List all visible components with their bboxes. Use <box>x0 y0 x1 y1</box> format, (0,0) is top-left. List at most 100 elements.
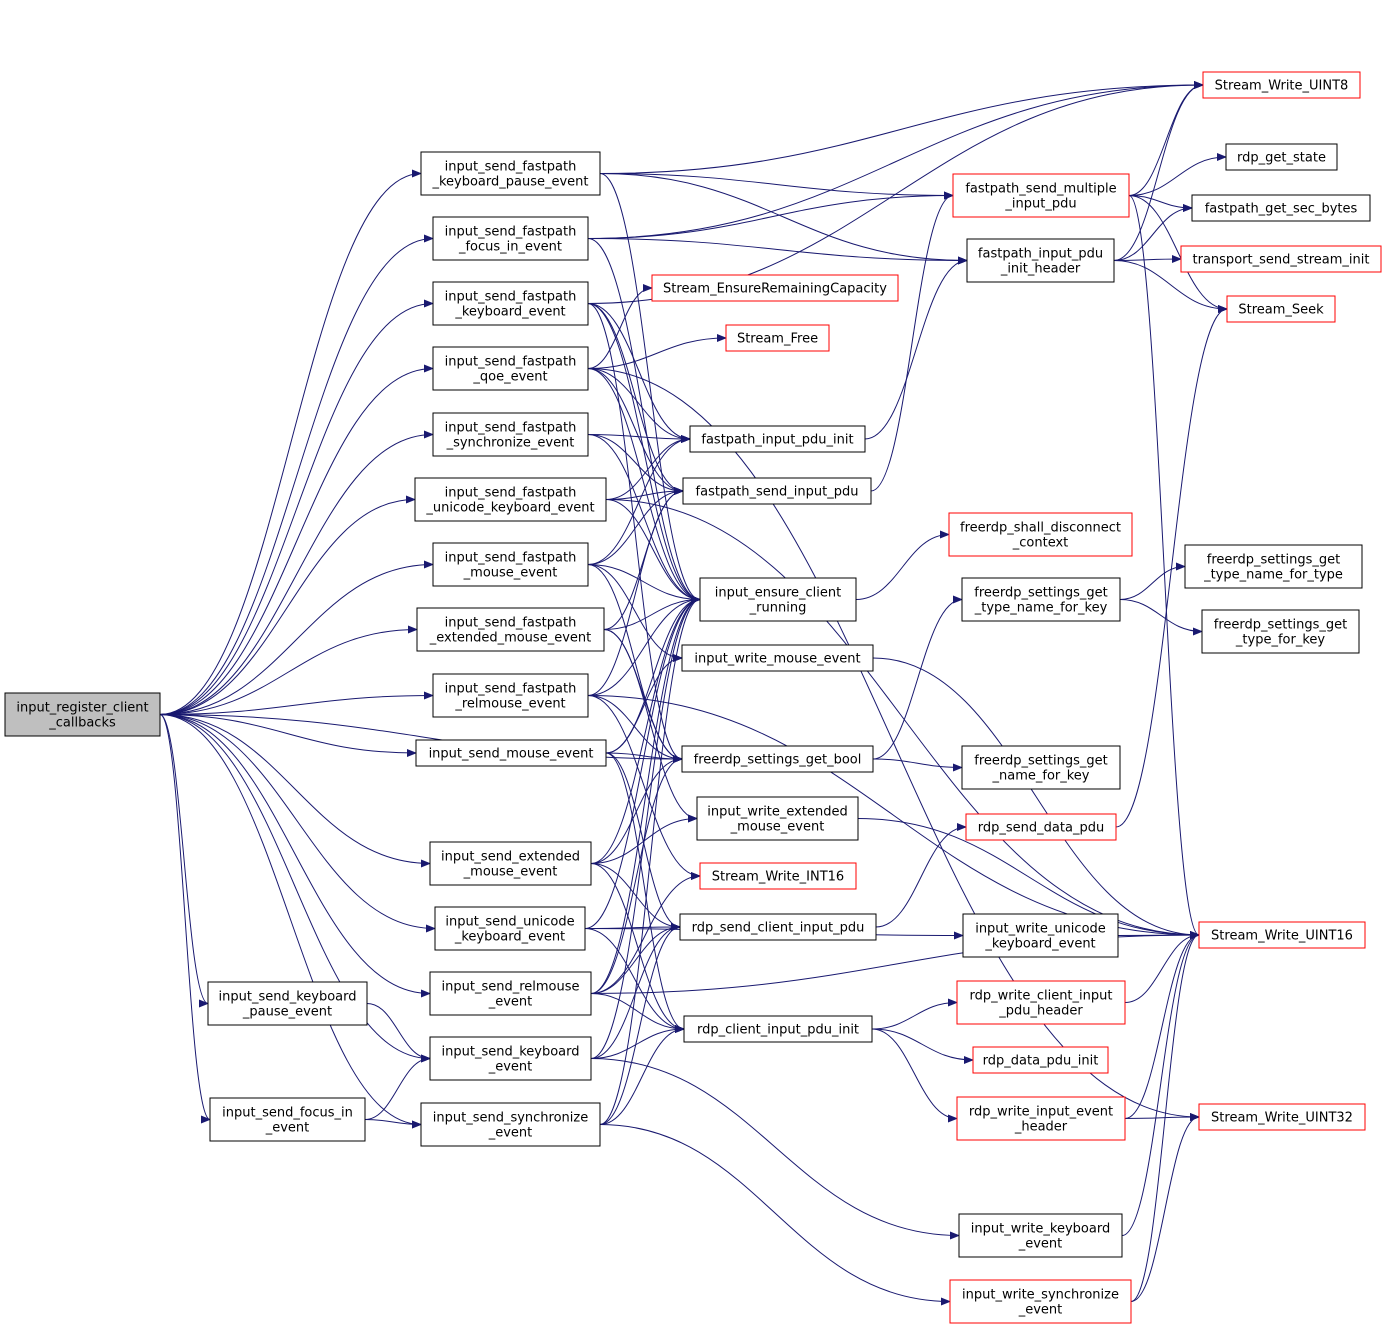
edge-fp_kb_pause-to-fp_send_multi <box>599 173 954 200</box>
node-send-ext-mouse[interactable]: input_send_extended_mouse_event <box>429 841 592 886</box>
node-fp-kb[interactable]: input_send_fastpath_keyboard_event <box>432 281 589 326</box>
edge-send_rel-to-rdp_send_ci_pdu <box>590 923 681 994</box>
node-label-line: _input_pdu <box>1004 197 1076 212</box>
node-fp-mouse[interactable]: input_send_fastpath_mouse_event <box>432 542 589 587</box>
node-label-line: _keyboard_event <box>454 305 565 320</box>
node-write-ext-mouse[interactable]: input_write_extended_mouse_event <box>696 796 859 841</box>
edge-root-to-send_mouse <box>159 714 417 757</box>
edge-fp_focus-to-ensure_running <box>587 238 701 604</box>
edge-send_rel-to-get_bool <box>590 755 683 994</box>
edge-root-to-fp_unicode <box>159 495 416 715</box>
node-rdp-write-ie-hdr[interactable]: rdp_write_input_event_header <box>956 1096 1126 1141</box>
node-send-kb[interactable]: input_send_keyboard_event <box>429 1036 592 1081</box>
node-shall-disconnect[interactable]: freerdp_shall_disconnect_context <box>948 512 1133 557</box>
edge-rdp_ci_pdu_init-to-rdp_data_pdu_init <box>871 1028 974 1064</box>
node-label-line: _mouse_event <box>463 865 558 880</box>
node-fp-rel[interactable]: input_send_fastpath_relmouse_event <box>432 673 589 718</box>
node-write-mouse[interactable]: input_write_mouse_event <box>681 644 874 672</box>
node-label-line: _keyboard_event <box>454 930 565 945</box>
edge-root-to-fp_qoe <box>159 364 434 715</box>
node-send-unicode[interactable]: input_send_unicode_keyboard_event <box>434 906 586 951</box>
node-rdp-send-ci-pdu[interactable]: rdp_send_client_input_pdu <box>679 913 877 941</box>
node-send-focus[interactable]: input_send_focus_in_event <box>209 1097 366 1142</box>
node-box <box>699 862 857 890</box>
node-fp-send-multi[interactable]: fastpath_send_multiple_input_pdu <box>952 173 1130 218</box>
node-fp-kb-pause[interactable]: input_send_fastpath_keyboard_pause_event <box>420 151 601 196</box>
node-fp-sec-bytes[interactable]: fastpath_get_sec_bytes <box>1191 194 1371 222</box>
node-type-for-key[interactable]: freerdp_settings_get_type_for_key <box>1201 609 1360 654</box>
node-send-kb-pause[interactable]: input_send_keyboard_pause_event <box>207 981 368 1026</box>
node-stream-seek[interactable]: Stream_Seek <box>1226 295 1336 323</box>
node-fp-unicode[interactable]: input_send_fastpath_unicode_keyboard_eve… <box>414 477 607 522</box>
node-box <box>696 796 859 841</box>
edge-send_sync-to-rdp_ci_pdu_init <box>599 1025 685 1125</box>
node-box <box>432 673 589 718</box>
node-rdp-send-data-pdu[interactable]: rdp_send_data_pdu <box>965 813 1117 841</box>
node-box <box>1201 609 1360 654</box>
edge-send_rel-to-ensure_running <box>590 595 701 994</box>
node-w-uint16[interactable]: Stream_Write_UINT16 <box>1198 921 1366 949</box>
node-box <box>1202 71 1361 99</box>
node-write-keyboard[interactable]: input_write_keyboard_event <box>958 1213 1123 1258</box>
node-rdp-data-pdu-init[interactable]: rdp_data_pdu_init <box>972 1046 1109 1074</box>
edge-fp_kb-to-ensure_running <box>587 303 701 604</box>
node-fp-send-pdu[interactable]: fastpath_send_input_pdu <box>682 477 872 505</box>
node-type-name-key[interactable]: freerdp_settings_get_type_name_for_key <box>961 577 1121 622</box>
node-write-sync[interactable]: input_write_synchronize_event <box>949 1279 1132 1324</box>
edge-fp_kb_pause-to-fp_pdu_init_hdr <box>599 173 968 265</box>
node-box <box>207 981 368 1026</box>
node-rdp-write-ci-hdr[interactable]: rdp_write_client_input_pdu_header <box>956 980 1126 1025</box>
node-send-sync[interactable]: input_send_synchronize_event <box>420 1102 601 1147</box>
node-label-line: rdp_send_client_input_pdu <box>692 921 865 936</box>
node-fp-focus[interactable]: input_send_fastpath_focus_in_event <box>432 216 589 261</box>
node-transport-init[interactable]: transport_send_stream_init <box>1180 245 1382 273</box>
node-label-line: _event <box>1018 1303 1063 1318</box>
node-box <box>429 841 592 886</box>
node-get-bool[interactable]: freerdp_settings_get_bool <box>681 745 874 773</box>
node-fp-qoe[interactable]: input_send_fastpath_qoe_event <box>432 346 589 391</box>
edge-fp_rel-to-fp_send_pdu <box>587 487 684 696</box>
node-write-int16[interactable]: Stream_Write_INT16 <box>699 862 857 890</box>
edge-fp_send_multi-to-w_uint16 <box>1128 195 1200 939</box>
node-label-line: Stream_Write_UINT8 <box>1215 79 1349 94</box>
node-rdp-get-state[interactable]: rdp_get_state <box>1225 143 1338 171</box>
node-ensure-cap[interactable]: Stream_EnsureRemainingCapacity <box>651 274 899 302</box>
edge-root-to-fp_ext_mouse <box>159 625 418 715</box>
node-label-line: input_write_extended <box>707 805 847 820</box>
edge-get_bool-to-type_name_key <box>872 595 963 760</box>
node-send-rel[interactable]: input_send_relmouse_event <box>429 971 592 1016</box>
node-box <box>432 346 589 391</box>
node-box <box>1198 921 1366 949</box>
node-fp-pdu-init[interactable]: fastpath_input_pdu_init <box>689 425 866 453</box>
node-name-for-key[interactable]: freerdp_settings_get_name_for_key <box>961 745 1121 790</box>
node-label-line: Stream_Seek <box>1238 303 1324 318</box>
node-label-line: _event <box>488 1126 533 1141</box>
edge-rdp_ci_pdu_init-to-rdp_write_ie_hdr <box>871 1028 958 1123</box>
node-label-line: _event <box>1018 1237 1063 1252</box>
node-label-line: input_register_client <box>16 701 148 716</box>
node-w-uint8[interactable]: Stream_Write_UINT8 <box>1202 71 1361 99</box>
edge-send_mouse-to-rdp_send_ci_pdu <box>605 752 681 931</box>
node-w-uint32[interactable]: Stream_Write_UINT32 <box>1198 1103 1366 1131</box>
node-fp-sync[interactable]: input_send_fastpath_synchronize_event <box>432 412 589 457</box>
edge-send_rel-to-rdp_ci_pdu_init <box>590 993 685 1033</box>
node-box <box>725 324 830 352</box>
node-root[interactable]: input_register_client_callbacks <box>4 692 161 737</box>
node-send-mouse[interactable]: input_send_mouse_event <box>415 739 607 767</box>
node-stream-free[interactable]: Stream_Free <box>725 324 830 352</box>
node-label-line: _qoe_event <box>472 370 547 385</box>
node-box <box>952 173 1130 218</box>
node-rdp-ci-pdu-init[interactable]: rdp_client_input_pdu_init <box>683 1015 873 1043</box>
node-box <box>961 577 1121 622</box>
edge-fp_focus-to-w_uint8 <box>587 81 1204 239</box>
node-fp-ext-mouse[interactable]: input_send_fastpath_extended_mouse_event <box>416 607 605 652</box>
node-write-unicode[interactable]: input_write_unicode_keyboard_event <box>962 913 1119 958</box>
edge-send_sync-to-rdp_send_ci_pdu <box>599 923 681 1125</box>
node-label-line: _running <box>749 601 807 616</box>
edge-send_ext_mouse-to-ensure_running <box>590 595 701 864</box>
node-fp-pdu-init-hdr[interactable]: fastpath_input_pdu_init_header <box>966 238 1115 283</box>
node-box <box>414 477 607 522</box>
edge-fp_qoe-to-ensure_cap <box>587 284 653 369</box>
node-type-name-type[interactable]: freerdp_settings_get_type_name_for_type <box>1184 544 1363 589</box>
node-ensure-running[interactable]: input_ensure_client_running <box>699 577 857 622</box>
